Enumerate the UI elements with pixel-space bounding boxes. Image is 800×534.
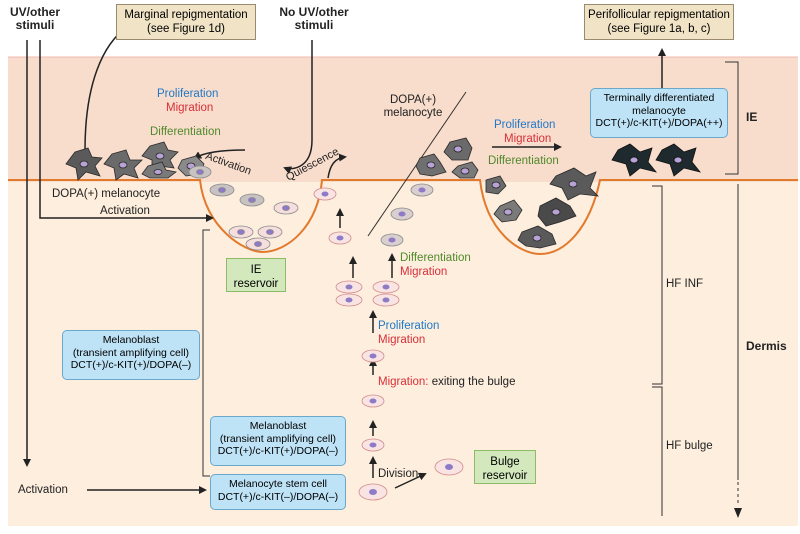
proliferation-label-left: Proliferation: [157, 88, 219, 100]
ie-label: IE: [746, 110, 758, 124]
epidermal-melanocytes-left: [65, 141, 205, 181]
melanoblast-center-line-3: DCT(+)/c-KIT(+)/DOPA(–): [217, 445, 339, 457]
bulge-reservoir-box: Bulge reservoir: [474, 450, 536, 484]
bulge-reservoir-line-1: Bulge: [490, 456, 520, 468]
stem-cell-box: Melanocyte stem cell DCT(+)/c-KIT(–)/DOP…: [210, 474, 346, 510]
melanoblast-left-line-2: (transient amplifying cell): [72, 346, 190, 359]
migration-colon-label: Migration:: [378, 376, 429, 388]
uv-stimuli-line-1: UV/other: [9, 5, 60, 19]
epidermal-melanocytes-mid: [415, 137, 479, 179]
melanoblast-box-left: Melanoblast (transient amplifying cell) …: [62, 330, 200, 380]
terminal-line-2: melanocyte: [632, 104, 686, 117]
no-uv-line-2: stimuli: [294, 18, 334, 32]
melanoblast-center-line-2: (transient amplifying cell): [219, 432, 337, 445]
uv-stimuli-line-2: stimuli: [15, 18, 55, 32]
proliferation-label-right: Proliferation: [494, 119, 556, 131]
uv-stimuli-label: UV/other stimuli: [4, 6, 66, 32]
marginal-line-2: (see Figure 1d): [147, 23, 225, 35]
ie-reservoir-box: IE reservoir: [226, 258, 286, 292]
proliferation-label-center: Proliferation: [378, 320, 440, 332]
left-cup-cells: [188, 165, 299, 251]
terminal-line-1: Terminally differentiated: [603, 92, 715, 104]
hf-inf-label: HF INF: [666, 278, 704, 290]
dopa-plus-line-2: melanocyte: [383, 107, 443, 119]
marginal-line-1: Marginal repigmentation: [124, 9, 248, 21]
perifollicular-line-1: Perifollicular repigmentation: [588, 9, 730, 21]
migration-label-center-2: Migration: [378, 334, 426, 346]
follicle-melanocytes-right: [485, 167, 600, 249]
division-label: Division: [378, 468, 419, 480]
dermis-arrow-head: [734, 508, 742, 518]
activation-label-upper: Activation: [100, 205, 150, 217]
terminally-differentiated-box: Terminally differentiated melanocyte DCT…: [590, 88, 728, 138]
exiting-bulge-label: exiting the bulge: [431, 376, 516, 388]
differentiation-label-left: Differentiation: [150, 126, 221, 138]
melanoblast-center-line-1: Melanoblast: [249, 420, 307, 432]
cell-nuclei: [321, 187, 453, 495]
dermis-label: Dermis: [746, 339, 787, 353]
melanoblast-box-center: Melanoblast (transient amplifying cell) …: [210, 416, 346, 466]
no-uv-stimuli-label: No UV/other stimuli: [272, 6, 356, 32]
dopa-plus-melanocyte-label: DOPA(+) melanocyte: [378, 94, 448, 120]
no-uv-line-1: No UV/other: [279, 5, 349, 19]
perifollicular-repigmentation-box: Perifollicular repigmentation (see Figur…: [584, 4, 734, 40]
migration-label-center: Migration: [400, 266, 448, 278]
melanoblast-left-line-3: DCT(+)/c-KIT(+)/DOPA(–): [70, 359, 192, 371]
terminal-line-3: DCT(+)/c-KIT(+)/DOPA(++): [595, 117, 723, 129]
dopa-melanocyte-label: DOPA(+) melanocyte: [52, 188, 161, 200]
marginal-repigmentation-box: Marginal repigmentation (see Figure 1d): [116, 4, 256, 40]
basement-membrane: [8, 179, 798, 256]
migration-label-right: Migration: [504, 133, 552, 145]
stem-cell-line-2: DCT(+)/c-KIT(–)/DOPA(–): [217, 490, 339, 503]
bulge-reservoir-line-2: reservoir: [482, 470, 528, 482]
perifollicular-line-2: (see Figure 1a, b, c): [607, 23, 711, 35]
differentiation-label-right: Differentiation: [488, 155, 559, 167]
ie-reservoir-line-2: reservoir: [233, 278, 279, 290]
stem-cell-line-1: Melanocyte stem cell: [228, 478, 328, 490]
dopa-plus-line-1: DOPA(+): [389, 94, 437, 106]
differentiation-label-center: Differentiation: [400, 252, 471, 264]
migration-exiting-label: Migration: exiting the bulge: [378, 376, 515, 389]
ie-reservoir-line-1: IE: [250, 264, 262, 276]
activation-label-lower: Activation: [18, 484, 68, 496]
hf-bulge-label: HF bulge: [666, 440, 713, 452]
terminal-melanocytes: [611, 143, 702, 177]
melanoblast-left-line-1: Melanoblast: [102, 334, 160, 346]
migration-label-left: Migration: [166, 102, 214, 114]
